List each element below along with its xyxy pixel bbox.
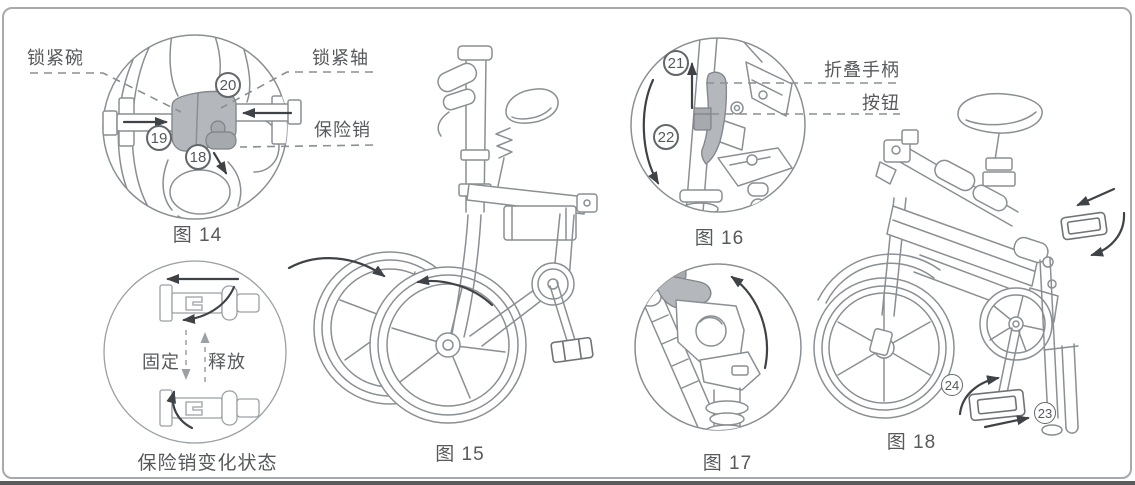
- wheel-fold-arrow-left: [287, 257, 386, 278]
- pedal-fold-arrow-curved: [1090, 211, 1126, 257]
- callout-19: 19: [146, 125, 172, 151]
- pin-fixed-state: [159, 284, 260, 322]
- stand-tubes: [1039, 257, 1079, 436]
- wheel-fold-arrow-right: [416, 275, 494, 307]
- rotate-arc-bottom: [166, 390, 194, 430]
- leader-lock-bowl: [30, 72, 182, 113]
- label-fixed: 固定: [142, 352, 180, 372]
- caption-fig15: 图 15: [435, 444, 485, 465]
- caption-fig18: 图 18: [886, 432, 937, 453]
- crank-pedal-folded: [968, 327, 1026, 422]
- fig16-mechanism: [679, 38, 793, 212]
- bottom-divider: [0, 481, 1135, 485]
- callout-23: 23: [1034, 402, 1056, 424]
- caption-fig14: 图 14: [172, 225, 223, 246]
- pin-released-state: [159, 389, 260, 427]
- crank-rotate-arrow: [958, 375, 1000, 416]
- fig14-detail-circle: [30, 34, 374, 220]
- safety-pin-state-circle: [103, 260, 287, 444]
- label-safety-pin: 保险销: [314, 120, 371, 140]
- callout-20: 20: [215, 72, 241, 98]
- label-button: 按钮: [862, 93, 900, 113]
- handle-swing-arc: [642, 78, 660, 185]
- fig14-mechanism: [117, 35, 287, 219]
- label-release: 释放: [208, 352, 246, 372]
- crank-and-pedal: [531, 262, 594, 364]
- caption-fig17: 图 17: [702, 453, 753, 474]
- caption-pin-state: 保险销变化状态: [137, 453, 278, 474]
- callout-18: 18: [185, 144, 211, 170]
- caption-fig16: 图 16: [694, 228, 745, 249]
- rotate-arc-top: [182, 285, 236, 324]
- saddle-folded: [957, 92, 1043, 187]
- leader-lock-axle: [220, 71, 373, 109]
- pin-down-arrow: [212, 151, 228, 175]
- callout-22: 22: [653, 124, 679, 150]
- fig14-lock-axle-shaft: [233, 99, 302, 125]
- label-fold-handle: 折叠手柄: [824, 60, 900, 80]
- callout-21: 21: [663, 50, 689, 76]
- pedal-fold-arrow-straight: [1076, 187, 1116, 207]
- fig17-detail-circle: [634, 263, 802, 431]
- fold-handle-shape: [701, 71, 728, 165]
- label-lock-axle: 锁紧轴: [312, 48, 369, 68]
- frame: [466, 183, 598, 347]
- rear-wheel-folded: [979, 287, 1053, 361]
- fig16-detail-circle: [630, 37, 900, 213]
- front-fender: [817, 253, 941, 301]
- bike-folded-drawing: [813, 92, 1126, 436]
- label-lock-bowl: 锁紧碗: [27, 48, 84, 68]
- folded-handlebar: [437, 62, 478, 137]
- front-wheel-folded: [813, 277, 955, 419]
- safety-pin-shape: [205, 120, 237, 175]
- joint-rotate-arc: [730, 275, 769, 370]
- page-border: [2, 7, 1132, 479]
- pedal-point-arrow: [983, 415, 1030, 429]
- right-pedal-folded: [1060, 211, 1108, 241]
- callout-24: 24: [941, 374, 963, 396]
- bike-semi-folded-drawing: [287, 45, 598, 424]
- saddle: [495, 88, 559, 187]
- front-wheel: [369, 266, 527, 424]
- handle-button: [693, 107, 712, 115]
